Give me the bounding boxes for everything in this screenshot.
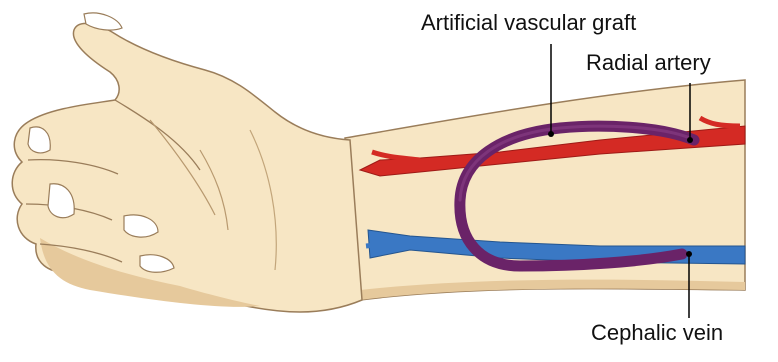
graft-label: Artificial vascular graft [421,12,636,34]
vein-leader-dot [686,251,692,257]
radial-artery-label: Radial artery [586,52,711,74]
vein-branch [366,244,412,246]
graft-leader-dot [548,131,554,137]
artery-leader-dot [687,137,693,143]
cephalic-vein-label: Cephalic vein [591,322,723,344]
